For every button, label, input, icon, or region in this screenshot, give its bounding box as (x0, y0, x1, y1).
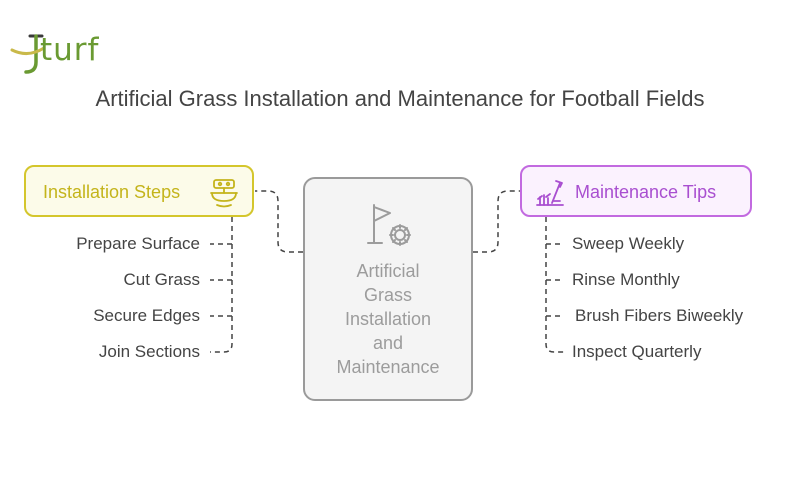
maintenance-spine (545, 217, 564, 353)
installation-steps-label: Installation Steps (43, 182, 181, 202)
connector-center-maintenance (473, 190, 520, 253)
robot-lawnmower-icon (208, 177, 240, 214)
central-topic-box: Artificial Grass Installation and Mainte… (303, 177, 473, 401)
jturf-logo: turf (10, 28, 120, 78)
logo-mark-icon (10, 34, 46, 74)
central-topic-line: Artificial (356, 261, 420, 281)
grass-tools-icon (534, 177, 566, 214)
installation-item-cut-grass: Cut Grass (123, 270, 200, 289)
logo-text: turf (40, 32, 100, 68)
maintenance-item-rinse-monthly: Rinse Monthly (572, 270, 680, 289)
flag-gear-icon (364, 199, 416, 256)
maintenance-item-inspect-quarterly: Inspect Quarterly (572, 342, 702, 361)
central-topic-line: Installation (344, 309, 432, 329)
installation-item-join-sections: Join Sections (98, 342, 200, 361)
central-topic-label: Artificial Grass Installation and Mainte… (311, 259, 465, 379)
page-title: Artificial Grass Installation and Mainte… (95, 86, 705, 111)
maintenance-item-brush-fibers: Brush Fibers Biweekly (575, 306, 744, 325)
installation-item-secure-edges: Secure Edges (93, 306, 200, 325)
central-topic-line: and (372, 333, 404, 353)
installation-spine (210, 217, 233, 353)
maintenance-item-sweep-weekly: Sweep Weekly (572, 234, 685, 253)
installation-steps-box: Installation Steps (24, 165, 254, 217)
maintenance-tips-label: Maintenance Tips (575, 182, 717, 202)
central-topic-line: Maintenance (336, 357, 440, 377)
installation-item-prepare-surface: Prepare Surface (76, 234, 200, 253)
connector-center-installation (255, 190, 303, 253)
central-topic-line: Grass (363, 285, 412, 305)
maintenance-tips-box: Maintenance Tips (520, 165, 752, 217)
